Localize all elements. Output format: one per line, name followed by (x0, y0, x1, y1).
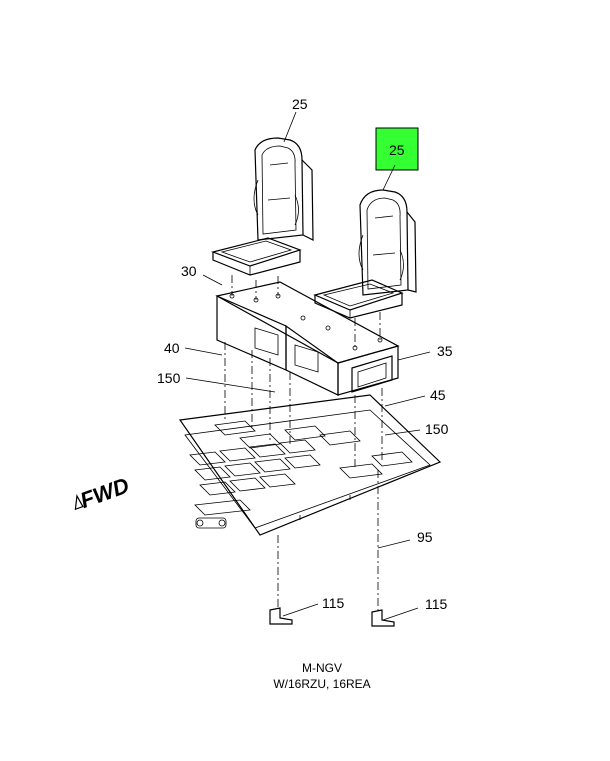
seat-base (215, 281, 400, 396)
fwd-indicator: FWD (74, 472, 133, 513)
callout-brace-left: 150 (157, 370, 181, 386)
direction-arrow-icon (74, 494, 84, 511)
callout-rail: 95 (417, 529, 433, 545)
callout-base-right: 35 (437, 343, 453, 359)
callout-seat-left: 25 (292, 96, 308, 112)
callouts: 25 25 30 40 150 35 45 150 95 115 115 (157, 96, 453, 612)
caption-line-2: W/16RZU, 16REA (273, 677, 370, 691)
seat-left (211, 137, 314, 276)
callout-foot-right: 115 (425, 596, 448, 612)
floor-pads (189, 420, 413, 496)
fwd-label: FWD (77, 472, 133, 513)
foot-left (269, 607, 293, 625)
alignment-lines (224, 275, 383, 612)
callout-base-left: 40 (164, 340, 180, 356)
floor-plate (178, 394, 442, 536)
callout-foot-left: 115 (322, 595, 345, 611)
callout-cushion-left: 30 (181, 263, 197, 279)
foot-right (371, 609, 395, 627)
caption-line-1: M-NGV (302, 661, 342, 675)
seat-right (313, 189, 417, 319)
callout-brace-right: 150 (425, 421, 449, 437)
highlight-box (375, 127, 419, 171)
callout-seat-right: 25 (389, 142, 405, 158)
leader-lines (184, 111, 431, 621)
callout-riser: 45 (430, 387, 446, 403)
